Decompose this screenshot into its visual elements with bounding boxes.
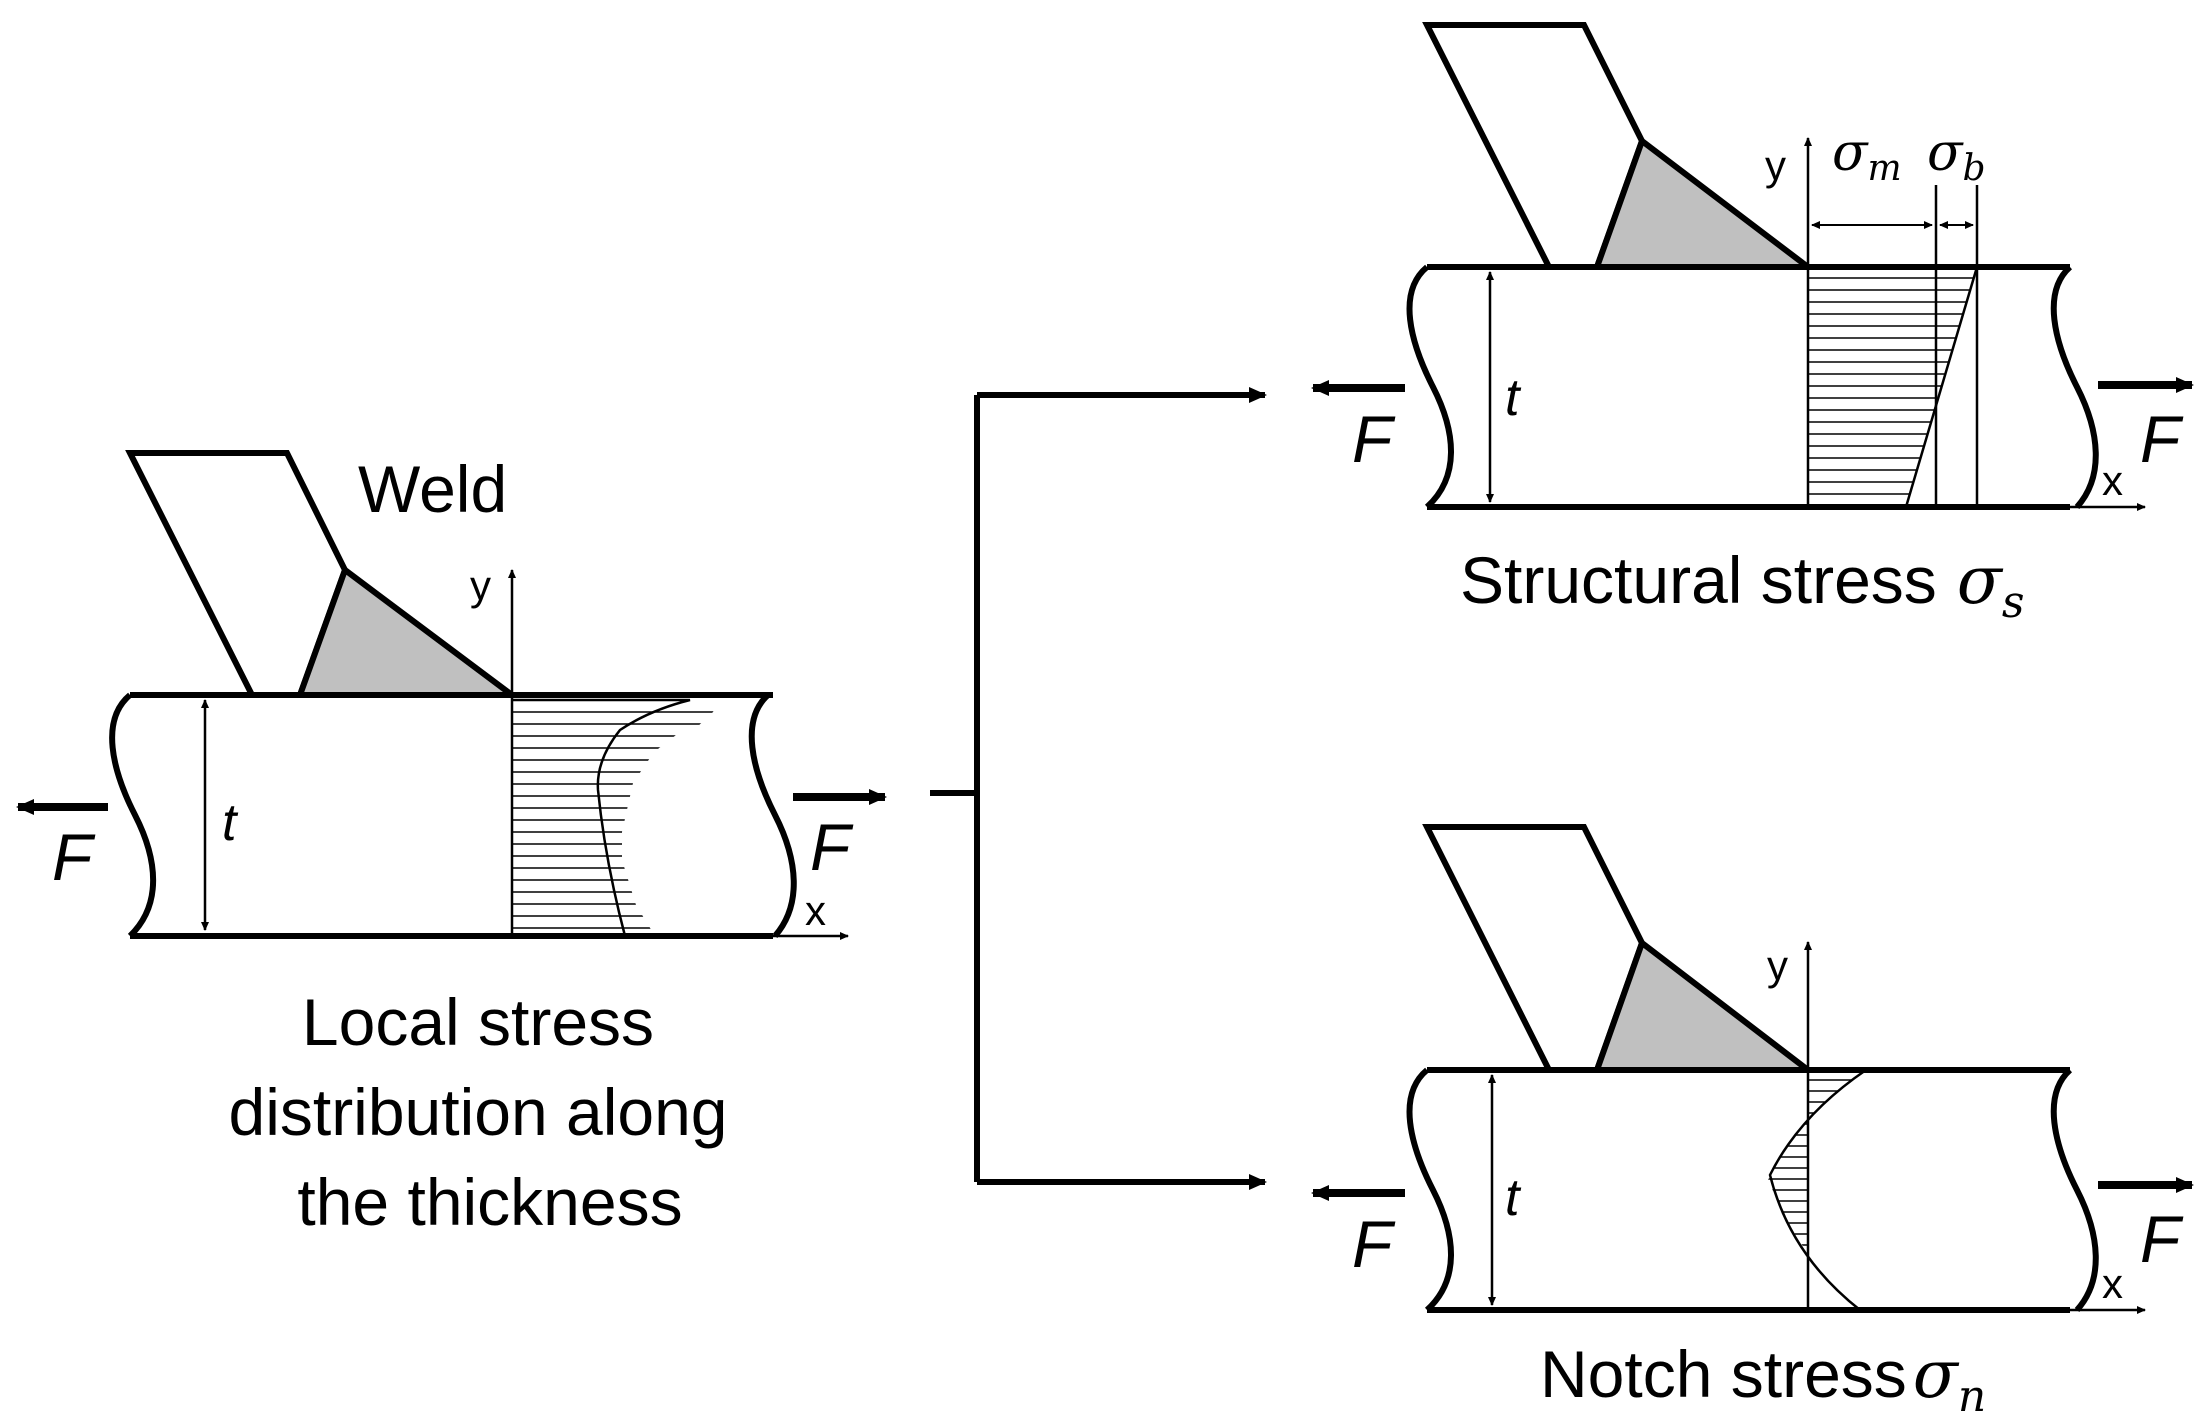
structural-thickness-symbol: t	[1505, 369, 1522, 427]
structural-force-left-label: F	[1352, 402, 1396, 476]
structural-sigma-b-label: σb	[1927, 123, 1986, 189]
local-plate	[109, 692, 797, 939]
notch-stress-panel: y x t F F Notch stressσn	[1311, 824, 2194, 1422]
notch-thickness-symbol: t	[1505, 1169, 1522, 1227]
notch-y-label: y	[1767, 942, 1788, 989]
structural-linear-stress-line	[1904, 266, 1979, 508]
local-stress-panel: y x t F F Weld Local stress distribution…	[16, 450, 887, 1239]
local-force-left-label: F	[52, 820, 96, 894]
local-y-label: y	[470, 562, 491, 609]
local-stress-hatching	[512, 711, 720, 929]
structural-y-label: y	[1765, 142, 1786, 189]
notch-caption: Notch stressσn	[1540, 1336, 1986, 1422]
local-caption-line3: the thickness	[297, 1165, 682, 1239]
structural-x-label: x	[2102, 457, 2123, 504]
structural-weld	[1592, 136, 1817, 270]
structural-stress-hatching	[1808, 277, 1977, 495]
local-stress-curve	[512, 698, 691, 937]
notch-weld	[1592, 938, 1817, 1073]
local-force-right-label: F	[810, 810, 854, 884]
notch-stress-curve	[1768, 1068, 1867, 1311]
local-caption-line1: Local stress	[302, 985, 654, 1059]
notch-force-left-label: F	[1352, 1207, 1396, 1281]
notch-x-label: x	[2102, 1260, 2123, 1307]
local-caption-line2: distribution along	[229, 1075, 728, 1149]
structural-sigma-m-label: σm	[1832, 123, 1902, 189]
branch-connector	[930, 387, 1267, 1190]
notch-force-right-label: F	[2140, 1202, 2184, 1276]
local-thickness-symbol: t	[222, 794, 239, 852]
weld-label: Weld	[358, 452, 507, 526]
local-x-label: x	[805, 887, 826, 934]
structural-force-right-label: F	[2140, 402, 2184, 476]
local-weld	[295, 565, 522, 698]
